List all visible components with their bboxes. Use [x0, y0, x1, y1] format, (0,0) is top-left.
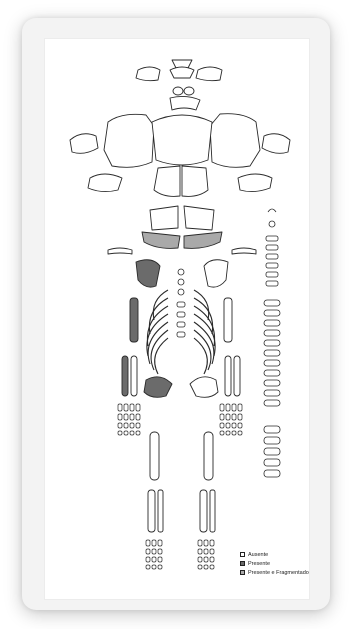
humerus-left — [130, 298, 138, 342]
lumbar-vertebrae — [264, 426, 280, 477]
skull-mandible-right — [184, 232, 222, 248]
ribs-left — [147, 290, 168, 374]
scapula-left — [136, 260, 160, 287]
legend: Ausente Presente Presente e Fragmentado — [240, 550, 340, 577]
ulna-right — [234, 356, 240, 396]
vertebral-column — [264, 209, 280, 477]
legend-swatch-absent — [240, 552, 245, 557]
hand-left — [118, 404, 140, 435]
legend-item-present: Presente — [240, 559, 340, 568]
skull-occipital-lower-left — [154, 166, 180, 196]
skull-right-parietal-fragment — [196, 67, 222, 81]
radius-left — [122, 356, 128, 396]
skull-right-zygomatic — [238, 174, 272, 192]
legend-swatch-present — [240, 561, 245, 566]
skull-left-parietal-fragment — [136, 67, 160, 81]
clavicle-left — [108, 248, 132, 254]
skull-right-frontal — [210, 114, 260, 168]
skull-sphenoid — [170, 67, 194, 78]
legend-label-present: Presente — [248, 561, 270, 567]
foot-left — [146, 540, 162, 569]
hand-right — [220, 404, 242, 435]
femur-right — [204, 432, 213, 480]
tibia-left — [148, 490, 155, 532]
foot-right — [198, 540, 214, 569]
ilium-left — [144, 377, 172, 398]
clavicle-right — [232, 248, 256, 254]
humerus-right — [224, 298, 232, 342]
skull-mandible-left — [142, 232, 180, 248]
thoracic-vertebrae — [264, 300, 280, 406]
legend-item-present-fragmented: Presente e Fragmentado — [240, 568, 340, 577]
fibula-left — [158, 490, 163, 532]
skull-left-frontal — [104, 114, 154, 167]
legend-label-present-fragmented: Presente e Fragmentado — [248, 570, 309, 576]
skull-frontal-center — [152, 115, 212, 165]
skull-left-zygomatic — [88, 174, 122, 192]
radius-right — [225, 356, 231, 396]
skull-left-temporal — [70, 134, 98, 154]
skull-hyoid-right — [184, 87, 194, 95]
skull-mandible-part — [170, 96, 200, 110]
ulna-left — [131, 356, 137, 396]
ribs-right — [194, 290, 215, 374]
skull-occipital-lower-right — [182, 166, 208, 196]
skull-maxilla-right — [184, 206, 214, 230]
legend-label-absent: Ausente — [248, 552, 268, 558]
scapula-right — [204, 260, 228, 287]
ilium-right — [190, 377, 218, 398]
legend-item-absent: Ausente — [240, 550, 340, 559]
skull-maxilla-left — [150, 206, 178, 230]
skull-hyoid-left — [173, 87, 183, 95]
skull-group — [70, 60, 290, 248]
femur-left — [150, 432, 159, 480]
sternum-group — [177, 269, 185, 337]
fibula-right — [210, 490, 215, 532]
legend-swatch-present-fragmented — [240, 570, 245, 575]
tibia-right — [200, 490, 207, 532]
cervical-vertebrae — [266, 236, 278, 286]
skull-right-temporal — [262, 134, 290, 154]
